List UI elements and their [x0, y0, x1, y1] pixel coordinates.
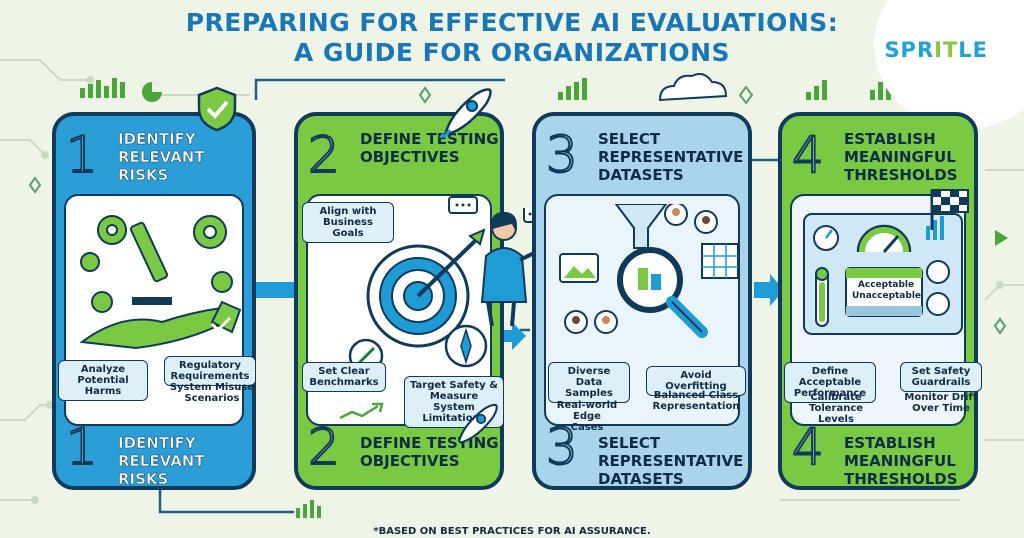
- step-3-illustration: Diverse Data Samples Real-world Edge Cas…: [544, 194, 746, 433]
- label-diverse-data-samples: Diverse Data Samples: [548, 362, 630, 403]
- step-3-number-bottom: 3: [545, 418, 579, 476]
- label-acceptable: Acceptable: [857, 280, 915, 290]
- target-icon: [348, 228, 488, 374]
- step-4-illustration: Acceptable Unacceptable Define Acceptabl…: [784, 194, 982, 426]
- label-calibrate-tolerance-levels: Calibrate Tolerance Levels: [808, 392, 864, 425]
- label-unacceptable: Unacceptable: [852, 291, 922, 301]
- step-1-panel: 1 IDENTIFY RELEVANT RISKS Analyze Potent…: [52, 112, 256, 490]
- gears-microscope-icon: [79, 215, 242, 350]
- shield-check-icon: [197, 86, 237, 132]
- chat-bubble-icon: [448, 196, 478, 214]
- page-title: PREPARING FOR EFFECTIVE AI EVALUATIONS:: [185, 8, 839, 37]
- trend-up-icon: [339, 402, 384, 420]
- page-subtitle: A GUIDE FOR ORGANIZATIONS: [293, 38, 731, 67]
- step-4-title-bottom: ESTABLISH MEANINGFUL THRESHOLDS: [844, 434, 958, 488]
- step-1-illustration: Analyze Potential Harms Regulatory Requi…: [58, 194, 256, 426]
- label-regulatory-requirements: Regulatory Requirements: [164, 356, 256, 386]
- label-balanced-class-representation: Balanced Class Representation: [652, 390, 740, 412]
- rocket-icon: [438, 88, 492, 138]
- step-2-illustration: Align with Business Goals Set Clear Benc…: [302, 194, 504, 428]
- label-avoid-overfitting: Avoid Overfitting: [646, 366, 746, 396]
- step-3-title-bottom: SELECT REPRESENTATIVE DATASETS: [598, 434, 744, 488]
- step-3-title: SELECT REPRESENTATIVE DATASETS: [598, 130, 744, 184]
- spritle-logo: SPRITLE: [884, 38, 988, 62]
- dashboard-gauges-icon: [803, 213, 963, 335]
- label-analyze-potential-harms: Analyze Potential Harms: [58, 360, 148, 401]
- label-system-misuse-scenarios: System Misuse Scenarios: [169, 382, 255, 404]
- rocket-icon-small: [457, 403, 498, 444]
- step-2-number: 2: [307, 126, 341, 184]
- label-real-world-edge-cases: Real-world Edge Cases: [556, 400, 618, 433]
- step-3-panel: 3 SELECT REPRESENTATIVE DATASETS Diverse…: [532, 112, 752, 490]
- step-2-panel: 2 DEFINE TESTING OBJECTIVES Align with B…: [294, 112, 504, 490]
- label-define-acceptable-performance: Define Acceptable Performance: [784, 362, 876, 403]
- step-1-number: 1: [65, 126, 99, 184]
- step-2-title: DEFINE TESTING OBJECTIVES: [360, 130, 499, 166]
- label-align-with-business-goals: Align with Business Goals: [302, 202, 394, 243]
- step-4-number-bottom: 4: [791, 418, 825, 476]
- step-2-number-bottom: 2: [307, 418, 341, 476]
- checkered-flag-icon: [930, 189, 969, 230]
- step-1-title: IDENTIFY RELEVANT RISKS: [118, 130, 205, 185]
- step-1-number-bottom: 1: [65, 418, 99, 476]
- step-4-panel: 4 ESTABLISH MEANINGFUL THRESHOLDS Accept…: [778, 112, 982, 490]
- label-set-safety-guardrails: Set Safety Guardrails: [900, 362, 982, 392]
- footer-note: *BASED ON BEST PRACTICES FOR AI ASSURANC…: [373, 526, 651, 537]
- label-set-clear-benchmarks: Set Clear Benchmarks: [302, 362, 386, 392]
- step-3-number: 3: [545, 126, 579, 184]
- step-4-number: 4: [791, 126, 825, 184]
- magnifier-dataset-icon: [559, 204, 739, 338]
- step-1-title-bottom: IDENTIFY RELEVANT RISKS: [118, 434, 205, 489]
- step-4-title: ESTABLISH MEANINGFUL THRESHOLDS: [844, 130, 958, 184]
- label-monitor-drift-over-time: Monitor Drift Over Time: [904, 392, 978, 414]
